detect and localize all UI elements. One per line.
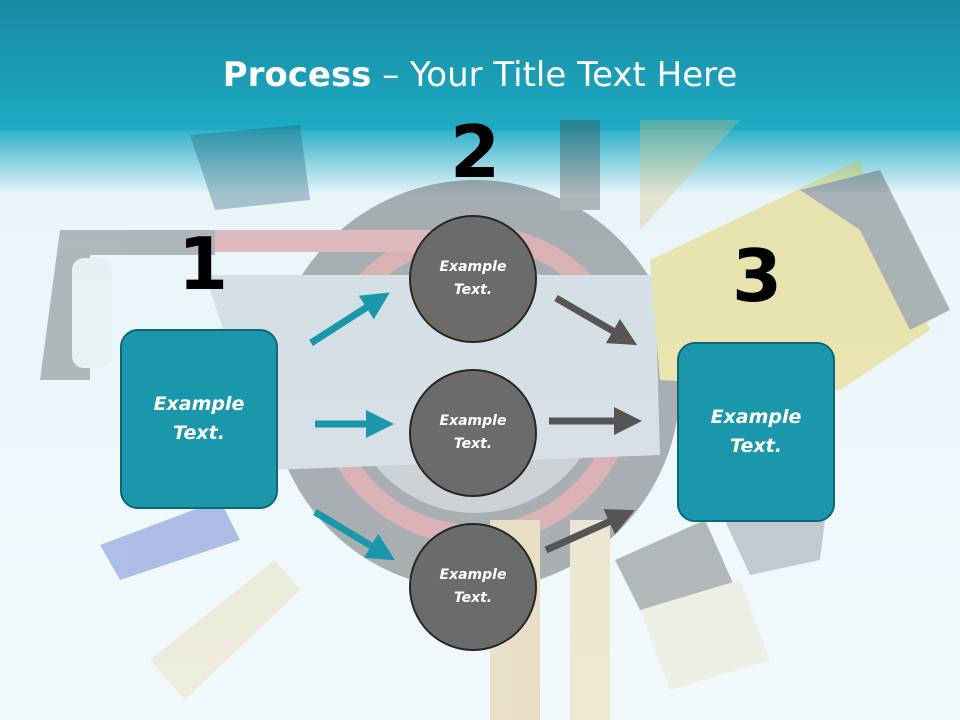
circle-middle-line2: Text. [453, 436, 493, 452]
slide-title: Process – Your Title Text Here [0, 52, 960, 98]
arrow-gray-down [554, 294, 638, 346]
arrow-teal-up [309, 292, 390, 346]
circle-bottom-line1: Example [439, 567, 507, 583]
right-box-line2: Text. [730, 435, 782, 457]
title-rest-part: – Your Title Text Here [371, 55, 738, 95]
step-number-1: 1 [178, 222, 229, 306]
step-number-3: 3 [732, 234, 783, 318]
title-bold-part: Process [222, 55, 372, 95]
left-box-line1: Example [153, 393, 245, 415]
circle-bottom-line2: Text. [453, 590, 493, 606]
circle-top-line1: Example [439, 259, 507, 275]
arrow-gray-up [544, 508, 635, 554]
right-box-line1: Example [710, 406, 802, 428]
circle-top-line2: Text. [453, 282, 493, 298]
left-box-line2: Text. [173, 422, 225, 444]
circle-middle-line1: Example [439, 413, 507, 429]
step-number-2: 2 [450, 110, 501, 194]
arrow-teal-down [313, 509, 395, 561]
header-band [0, 0, 960, 130]
